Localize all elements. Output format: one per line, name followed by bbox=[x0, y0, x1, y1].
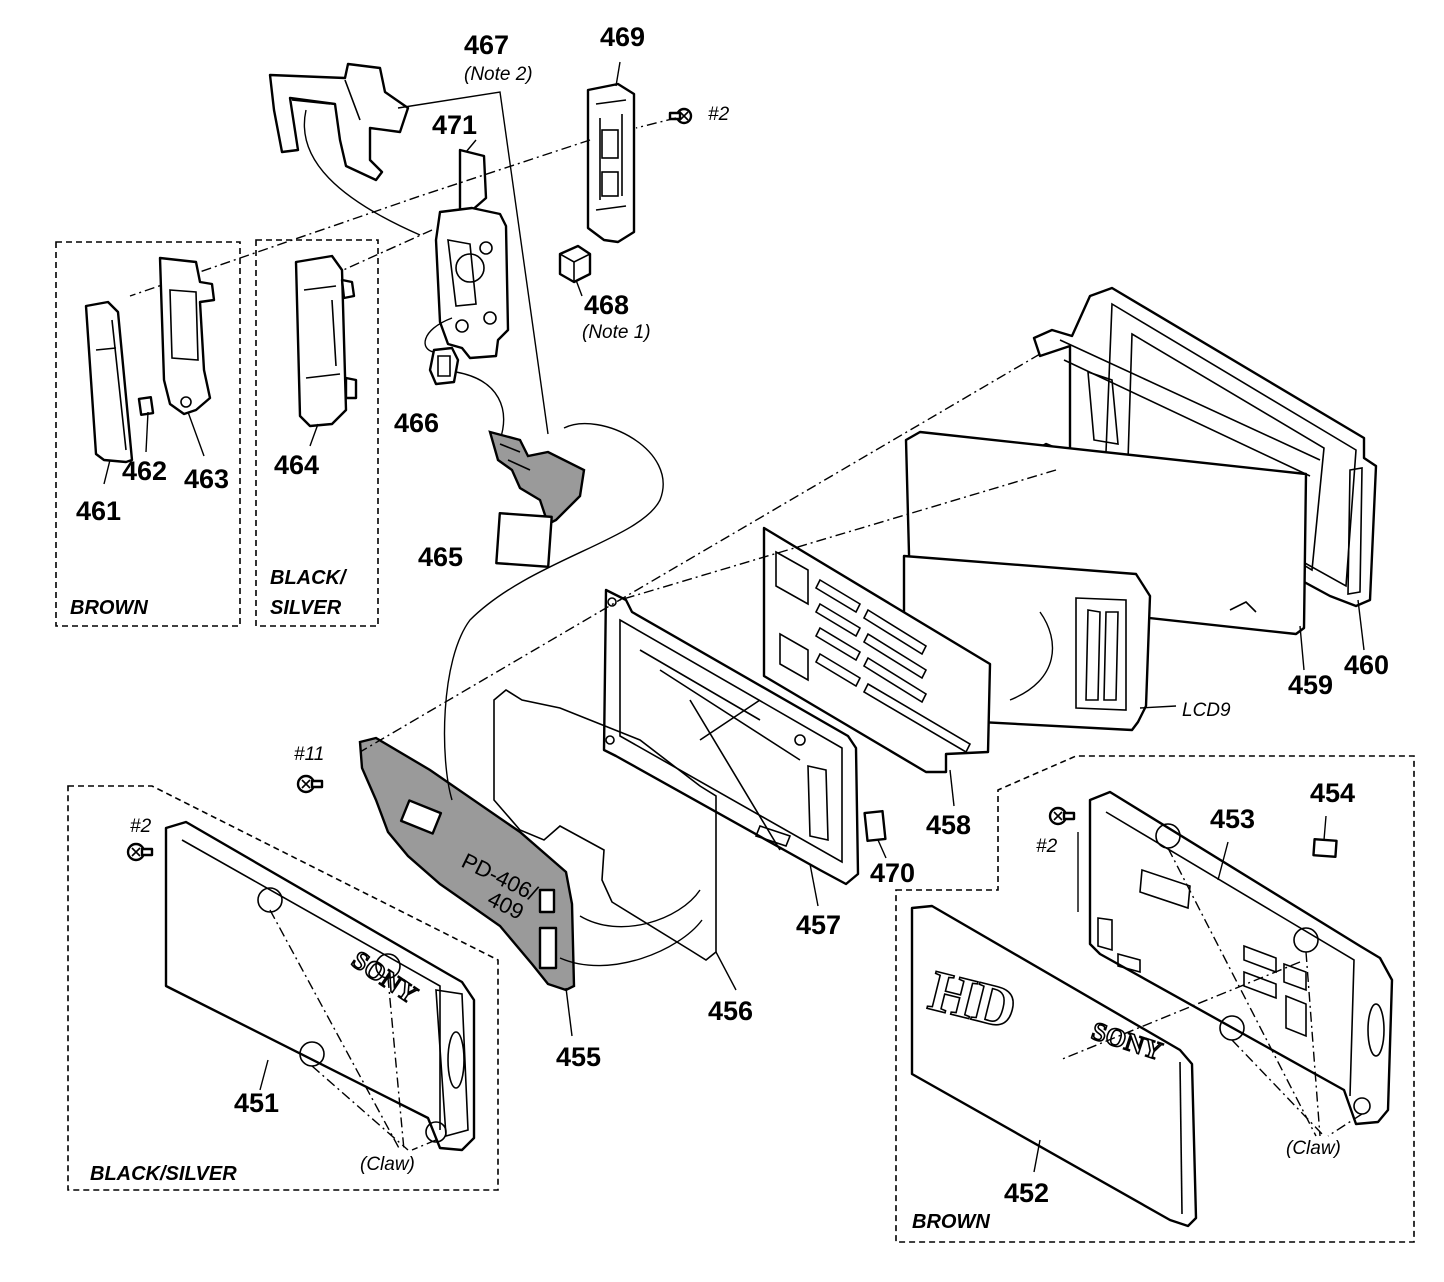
note-2: (Note 2) bbox=[464, 64, 533, 85]
screw-11-icon bbox=[296, 774, 324, 794]
part-456-sheet bbox=[493, 689, 717, 961]
black-silver-front-box bbox=[67, 785, 499, 1191]
label-claw-left: (Claw) bbox=[360, 1154, 415, 1175]
part-468-block bbox=[558, 244, 592, 284]
label-screw-11: #11 bbox=[294, 744, 324, 765]
part-465-sheet bbox=[495, 512, 553, 568]
label-469: 469 bbox=[600, 22, 645, 52]
part-462-tab bbox=[137, 396, 155, 416]
part-455-main-board: PD-406/ 409 bbox=[358, 736, 576, 992]
part-464-cover bbox=[294, 254, 358, 428]
label-464: 464 bbox=[274, 450, 319, 480]
group-black-silver-line1: BLACK/ bbox=[270, 567, 348, 589]
group-black-silver-line2: SILVER bbox=[270, 597, 342, 619]
label-461: 461 bbox=[76, 496, 121, 526]
label-454: 454 bbox=[1310, 778, 1355, 808]
label-458: 458 bbox=[926, 810, 971, 840]
label-463: 463 bbox=[184, 464, 229, 494]
label-460: 460 bbox=[1344, 650, 1389, 680]
label-claw-right: (Claw) bbox=[1286, 1138, 1341, 1159]
label-466: 466 bbox=[394, 408, 439, 438]
group-black-silver-bottom: BLACK/SILVER bbox=[90, 1163, 237, 1185]
part-463-bracket bbox=[158, 256, 216, 416]
part-461-cover bbox=[84, 300, 134, 464]
label-screw-2-right: #2 bbox=[1036, 836, 1058, 857]
note-1: (Note 1) bbox=[582, 322, 651, 343]
label-453: 453 bbox=[1210, 804, 1255, 834]
part-458-shield-plate bbox=[762, 526, 992, 774]
label-468: 468 bbox=[584, 290, 629, 320]
brown-option-box bbox=[55, 241, 241, 627]
group-brown-right: BROWN bbox=[912, 1211, 990, 1233]
label-lcd9: LCD9 bbox=[1182, 700, 1231, 721]
label-470: 470 bbox=[870, 858, 915, 888]
label-452: 452 bbox=[1004, 1178, 1049, 1208]
part-467-harness bbox=[268, 62, 421, 236]
label-451: 451 bbox=[234, 1088, 279, 1118]
group-brown-left: BROWN bbox=[70, 597, 148, 619]
black-silver-option-box bbox=[255, 239, 379, 627]
brown-rear-box bbox=[895, 755, 1415, 1243]
part-469-side-frame bbox=[586, 82, 636, 244]
part-466-connector bbox=[424, 317, 505, 441]
part-470-tab bbox=[863, 809, 887, 843]
label-465: 465 bbox=[418, 542, 463, 572]
part-flex-board bbox=[488, 430, 586, 526]
screw-2-top-icon bbox=[668, 107, 693, 125]
label-467: 467 bbox=[464, 30, 509, 60]
part-471-bracket bbox=[434, 148, 510, 360]
screw-2-left-icon bbox=[126, 842, 154, 862]
part-454-tab bbox=[1312, 838, 1338, 858]
part-451-front-cover: SONY bbox=[164, 820, 476, 1152]
screw-2-right-icon bbox=[1048, 806, 1076, 826]
label-456: 456 bbox=[708, 996, 753, 1026]
part-452-rear-cover: HD SONY bbox=[910, 904, 1198, 1228]
label-462: 462 bbox=[122, 456, 167, 486]
part-453-rear-inner bbox=[1088, 790, 1394, 1126]
label-screw-2-top: #2 bbox=[708, 104, 730, 125]
label-455: 455 bbox=[556, 1042, 601, 1072]
part-457-chassis-plate bbox=[602, 588, 860, 886]
label-457: 457 bbox=[796, 910, 841, 940]
label-screw-2-left: #2 bbox=[130, 816, 152, 837]
label-471: 471 bbox=[432, 110, 477, 140]
label-459: 459 bbox=[1288, 670, 1333, 700]
